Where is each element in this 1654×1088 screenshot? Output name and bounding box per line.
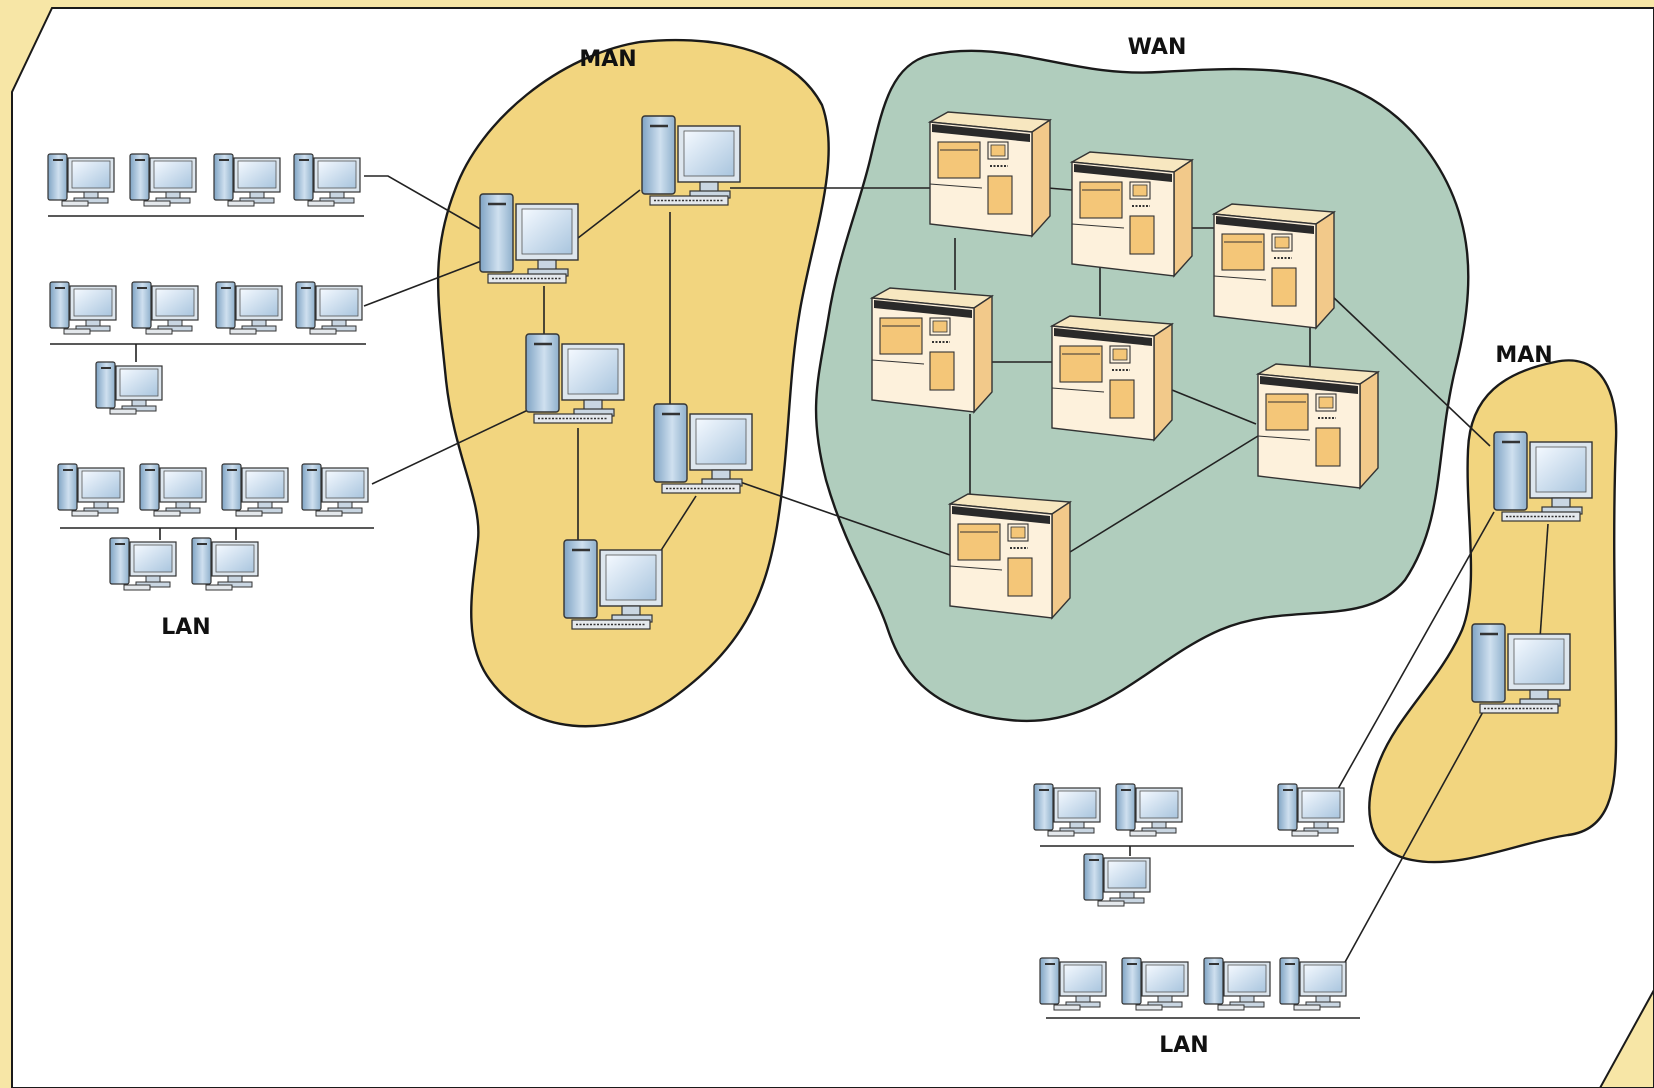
lan-pc: [191, 537, 259, 591]
panel-corner-fold: [1598, 989, 1654, 1088]
lan-pc: [1033, 783, 1101, 837]
man-pc: [1470, 622, 1572, 715]
lan-pc: [293, 153, 361, 207]
lan-pc: [1279, 957, 1347, 1011]
lan-pc: [213, 153, 281, 207]
man-pc: [640, 114, 742, 207]
wan-server: [1213, 203, 1335, 329]
man-pc: [524, 332, 626, 425]
lan-pc: [1115, 783, 1183, 837]
lan-pc: [57, 463, 125, 517]
wan-server: [1257, 363, 1379, 489]
lan-pc: [1039, 957, 1107, 1011]
lan-pc: [215, 281, 283, 335]
lan-pc: [47, 153, 115, 207]
wan-server: [929, 111, 1051, 237]
wan-label: WAN: [1128, 35, 1187, 60]
wan-server: [871, 287, 993, 413]
lan-pc: [131, 281, 199, 335]
lan-pc: [95, 361, 163, 415]
network-links: [363, 175, 1549, 965]
wan-server: [1051, 315, 1173, 441]
lan-pc: [221, 463, 289, 517]
lan-pc: [139, 463, 207, 517]
man-pc: [478, 192, 580, 285]
lan-pc: [1121, 957, 1189, 1011]
man-pc: [562, 538, 664, 631]
lan-pc: [109, 537, 177, 591]
wan-server: [949, 493, 1071, 619]
lan-pc: [1277, 783, 1345, 837]
lan-label-right: LAN: [1159, 1033, 1208, 1058]
lan-pc: [129, 153, 197, 207]
lan-label-left: LAN: [161, 615, 210, 640]
man-pc: [1492, 430, 1594, 523]
wan-server: [1071, 151, 1193, 277]
man-label-left: MAN: [579, 47, 636, 72]
lan-pc: [295, 281, 363, 335]
lan-pc: [1203, 957, 1271, 1011]
lan-buses: [48, 215, 1360, 1019]
lan-pc: [1083, 853, 1151, 907]
lan-pc: [301, 463, 369, 517]
man-pc: [652, 402, 754, 495]
man-label-right: MAN: [1495, 343, 1552, 368]
lan-pc: [49, 281, 117, 335]
